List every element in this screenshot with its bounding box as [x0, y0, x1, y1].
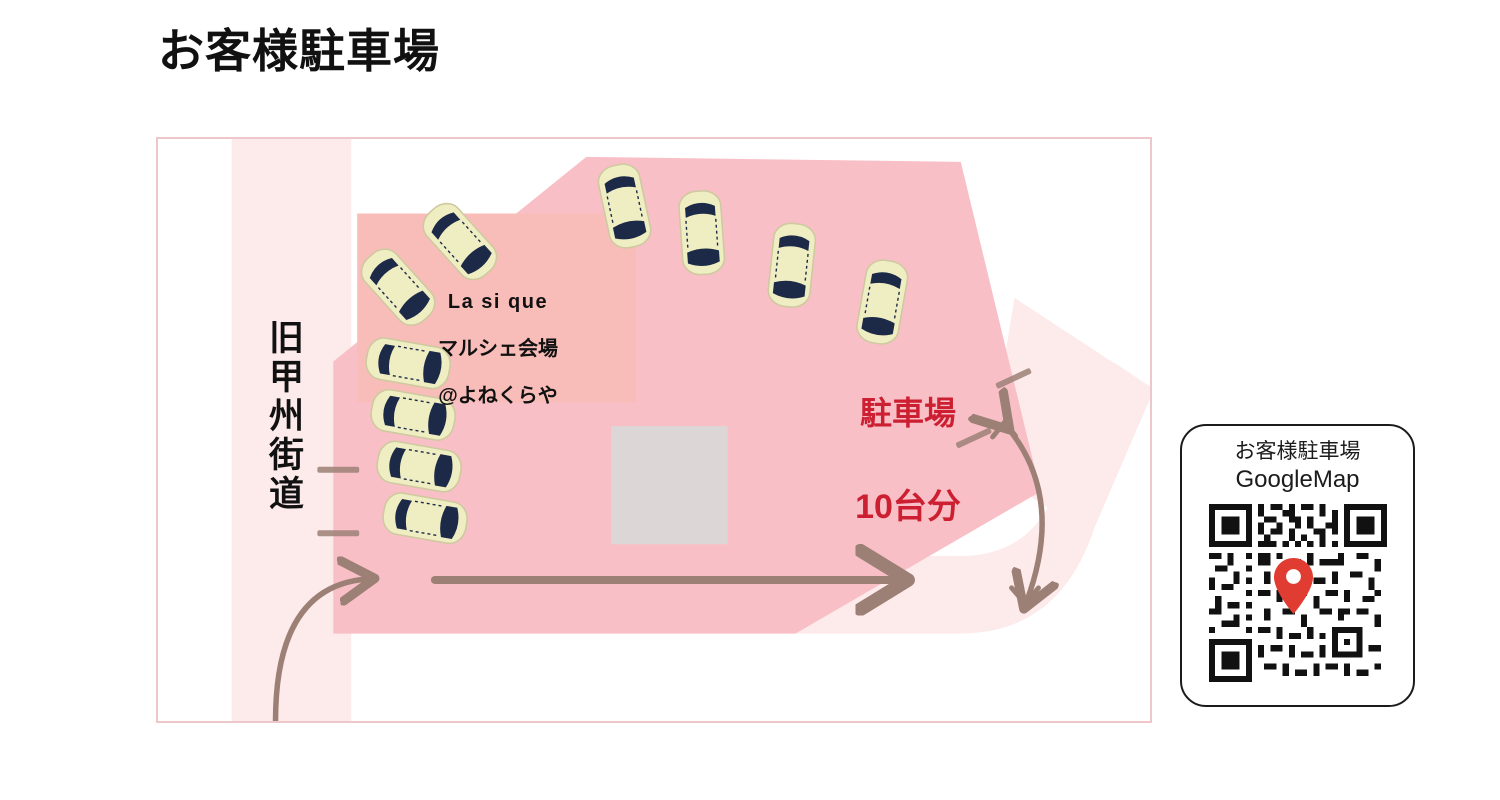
map-illustration [231, 139, 1150, 721]
arrow-head-up [990, 419, 1019, 440]
map-pin-icon [1273, 558, 1313, 615]
car-9 [765, 220, 818, 310]
arrow-head-down [1009, 585, 1041, 607]
qr-code-matrix [1208, 504, 1387, 683]
qr-code[interactable] [1208, 504, 1387, 683]
arrow-turn-in [272, 579, 368, 721]
google-map-qr-card[interactable]: お客様駐車場 GoogleMap [1180, 424, 1415, 707]
road-curve [845, 362, 1150, 634]
map-frame: La si que マルシェ会場 @よねくらや 旧甲州街道 駐車場 10台分 [156, 137, 1152, 723]
car-8 [677, 188, 727, 277]
page-title: お客様駐車場 [158, 25, 440, 77]
qr-card-title: お客様駐車場 [1234, 440, 1361, 463]
qr-card-subtitle: GoogleMap [1235, 466, 1360, 494]
arrow-lot-entry-exit [1005, 424, 1043, 602]
grey-building [611, 426, 728, 545]
